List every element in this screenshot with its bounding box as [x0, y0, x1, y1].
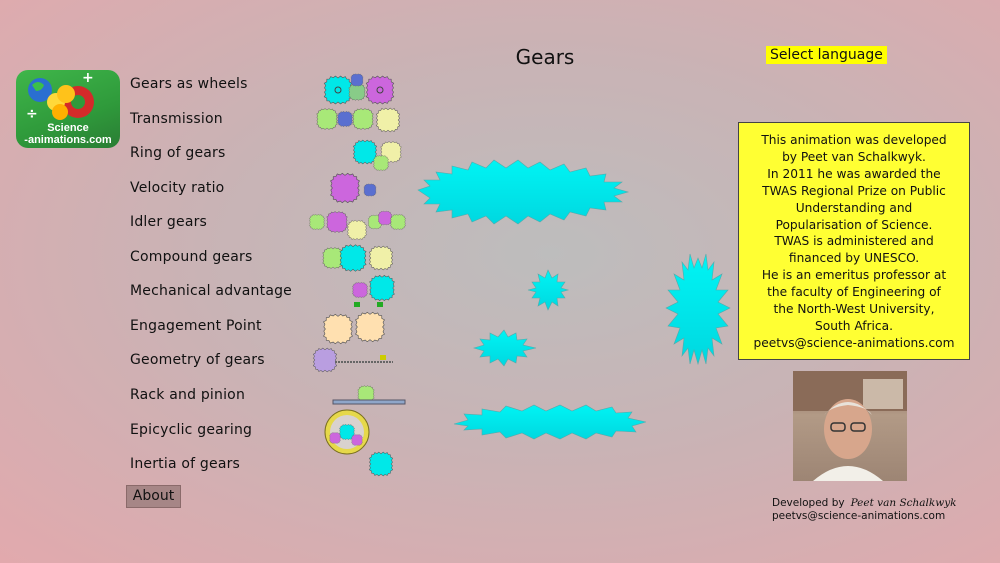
svg-text:÷: ÷	[26, 106, 38, 122]
info-line: Understanding and	[795, 200, 913, 215]
mechanical-advantage-thumb[interactable]	[352, 275, 395, 307]
gear-small-lower-icon	[472, 329, 537, 367]
idler-gears-thumb[interactable]	[309, 210, 406, 241]
menu-item-transmission[interactable]: Transmission	[130, 111, 223, 127]
developer-email[interactable]: peetvs@science-animations.com	[772, 510, 946, 522]
rack-and-pinion-thumb[interactable]	[332, 385, 406, 405]
menu-item-ring-of-gears[interactable]: Ring of gears	[130, 145, 226, 161]
info-line: In 2011 he was awarded the	[767, 166, 941, 181]
menu-item-engagement-point[interactable]: Engagement Point	[130, 318, 262, 334]
ring-of-gears-thumb[interactable]	[353, 139, 402, 171]
info-line: South Africa.	[815, 318, 893, 333]
info-line: Popularisation of Science.	[775, 217, 933, 232]
info-line: the faculty of Engineering of	[767, 285, 941, 300]
info-email[interactable]: peetvs@science-animations.com	[753, 335, 955, 350]
epicyclic-gearing-thumb[interactable]	[324, 409, 370, 455]
geometry-of-gears-thumb[interactable]	[313, 347, 393, 373]
info-line: TWAS Regional Prize on Public	[762, 183, 946, 198]
logo-text-line2: -animations.com	[24, 134, 112, 146]
inertia-of-gears-thumb[interactable]	[369, 451, 393, 477]
compound-gears-thumb[interactable]	[322, 244, 393, 272]
gear-large-horizontal-icon	[417, 159, 630, 225]
velocity-ratio-thumb[interactable]	[330, 172, 377, 204]
transmission-thumb[interactable]	[316, 107, 400, 133]
menu-item-gears-as-wheels[interactable]: Gears as wheels	[130, 76, 248, 92]
developed-by-label: Developed by	[772, 497, 845, 509]
menu-item-inertia-of-gears[interactable]: Inertia of gears	[130, 456, 241, 472]
developer-photo	[793, 371, 907, 481]
gear-long-bottom-icon	[453, 404, 647, 440]
menu-item-mechanical-advantage[interactable]: Mechanical advantage	[130, 283, 292, 299]
menu-item-velocity-ratio[interactable]: Velocity ratio	[130, 180, 225, 196]
menu-thumbnails	[309, 73, 406, 477]
info-line: He is an emeritus professor at	[761, 268, 947, 283]
menu-item-epicyclic-gearing[interactable]: Epicyclic gearing	[130, 422, 253, 438]
logo-text-line1: Science	[47, 122, 89, 134]
menu-item-idler-gears[interactable]: Idler gears	[130, 214, 208, 230]
developer-signature: Peet van Schalkwyk	[850, 497, 957, 509]
engagement-point-thumb[interactable]	[323, 311, 385, 345]
portrait-icon	[793, 371, 907, 481]
menu-item-compound-gears[interactable]: Compound gears	[130, 249, 253, 265]
info-line: the North-West University,	[773, 302, 935, 317]
menu-item-geometry-of-gears[interactable]: Geometry of gears	[130, 352, 265, 368]
menu-item-rack-and-pinion[interactable]: Rack and pinion	[130, 387, 246, 403]
logo-graphic-icon: + ÷	[26, 70, 94, 122]
select-language-button[interactable]: Select language	[766, 46, 887, 64]
science-animations-logo: + ÷ Science -animations.com	[16, 70, 120, 148]
decorative-gears	[417, 159, 731, 440]
info-line: by Peet van Schalkwyk.	[782, 149, 926, 164]
gear-tall-right-icon	[665, 253, 731, 366]
developed-by: Developed by Peet van Schalkwyk	[772, 497, 957, 509]
gears-as-wheels-thumb[interactable]	[323, 73, 395, 105]
info-line: TWAS is administered and	[774, 234, 934, 249]
page-title: Gears	[515, 45, 575, 69]
gear-small-upper-icon	[527, 269, 570, 311]
info-line: financed by UNESCO.	[788, 251, 920, 266]
info-box: This animation was developed by Peet van…	[738, 122, 970, 360]
info-line: This animation was developed	[761, 133, 947, 147]
svg-text:+: +	[82, 70, 94, 86]
about-button[interactable]: About	[126, 485, 181, 508]
